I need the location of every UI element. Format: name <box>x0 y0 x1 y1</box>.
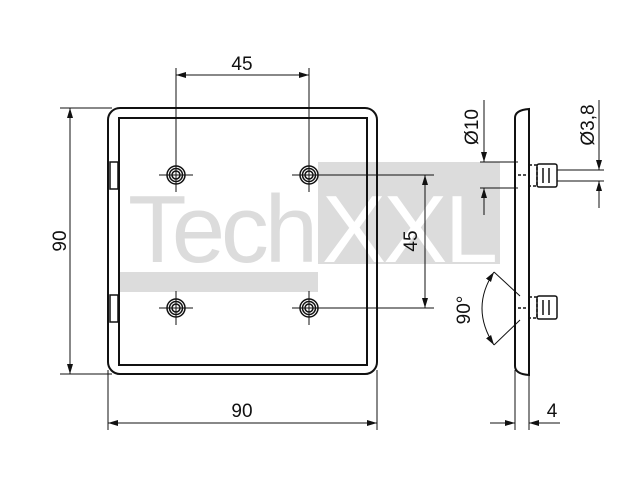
dim-angle: 90° <box>454 296 475 325</box>
watermark-xxl: XXL <box>322 176 498 283</box>
front-dimensions <box>60 68 434 430</box>
tab-bottom <box>109 294 119 323</box>
side-dimensions <box>480 100 604 430</box>
dim-top-45: 45 <box>231 54 252 75</box>
plate-side <box>514 107 530 377</box>
peg-top <box>518 163 558 188</box>
dim-bottom-90: 90 <box>231 401 252 422</box>
dim-inner-diameter: Ø3,8 <box>578 104 599 145</box>
dim-outer-diameter: Ø10 <box>462 109 483 145</box>
dim-left-90: 90 <box>50 230 71 251</box>
boss <box>159 291 193 325</box>
plate-inner-edge <box>118 117 368 366</box>
side-view <box>514 107 558 377</box>
dim-thickness: 4 <box>547 401 558 422</box>
watermark-tech: Tech <box>128 176 318 283</box>
watermark: Tech XXL <box>120 162 500 292</box>
plate-outline <box>107 107 378 375</box>
tab-top <box>109 161 119 190</box>
peg-bottom <box>518 295 558 320</box>
dim-right-45: 45 <box>401 230 422 251</box>
